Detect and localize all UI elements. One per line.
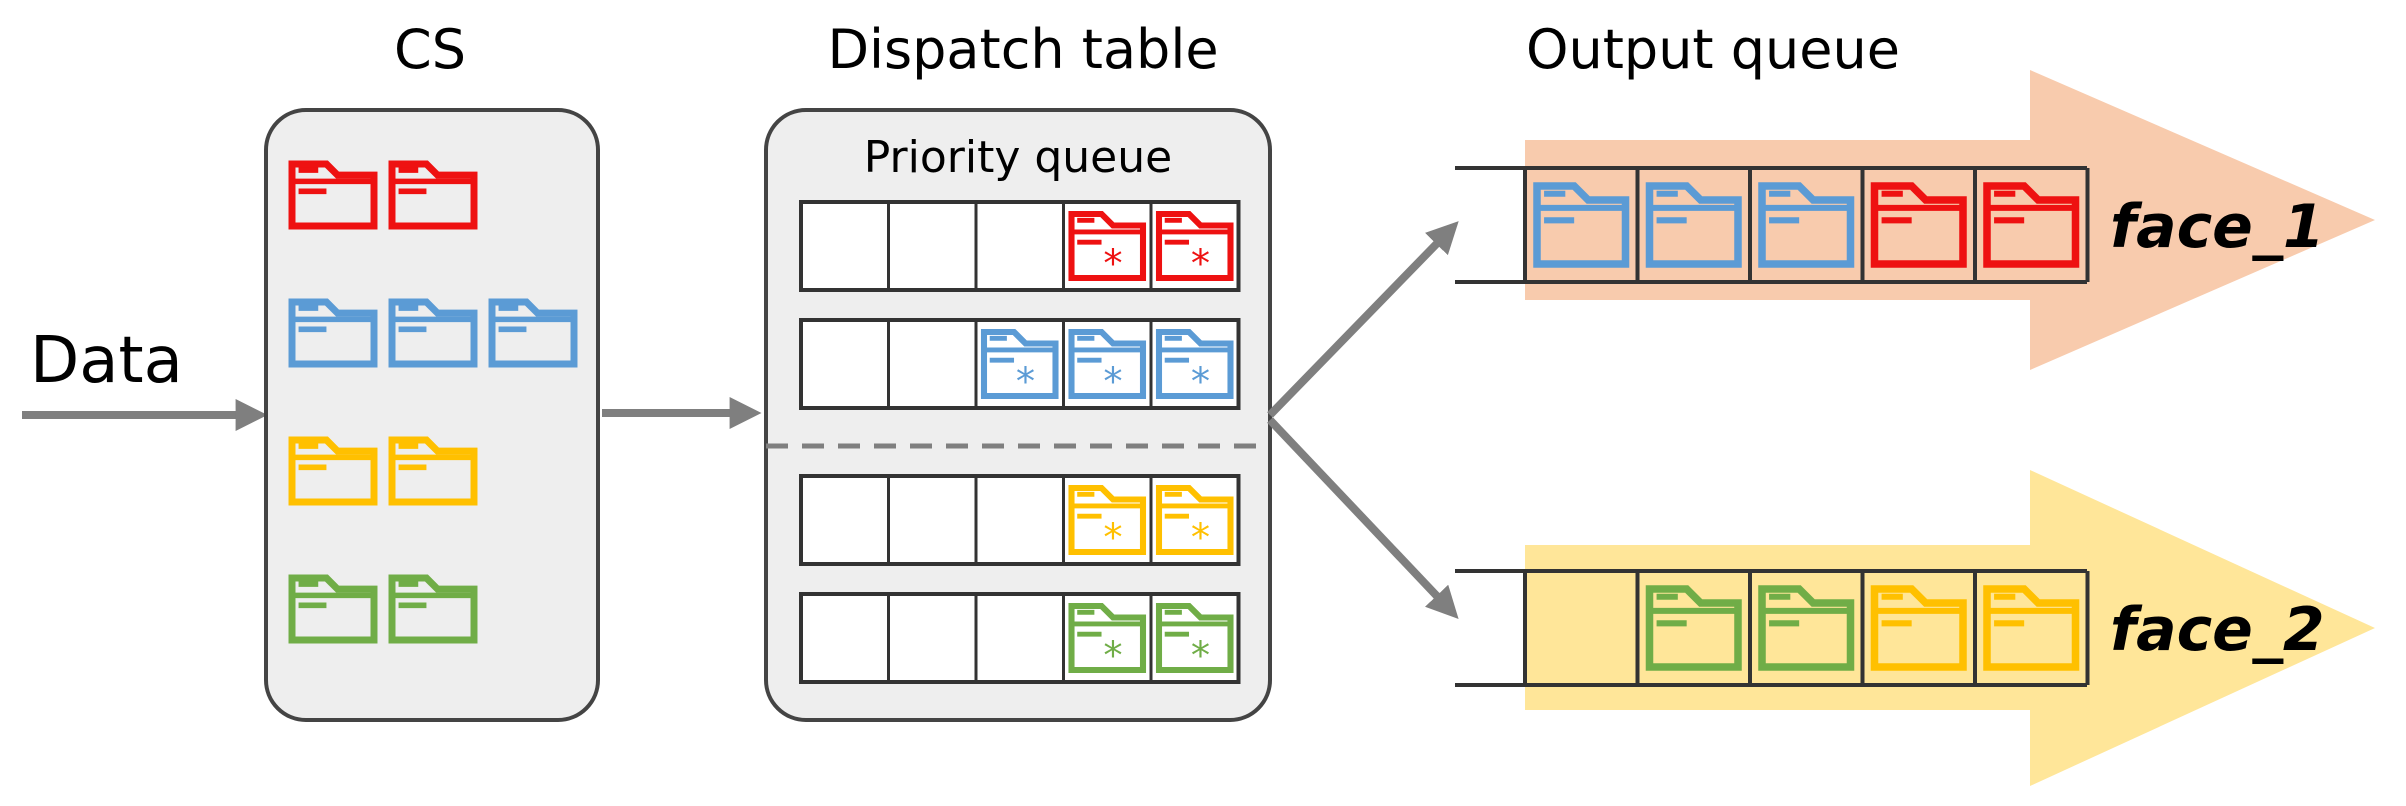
cs-packet-green-icon	[288, 574, 378, 644]
cs-packet-blue-icon	[288, 298, 378, 368]
priority-queue-label: Priority queue	[864, 132, 1172, 183]
face-1-label: face_1	[2110, 192, 2325, 262]
face-2-label: face_2	[2110, 595, 2325, 665]
priority-marker: *	[1103, 360, 1122, 405]
priority-queue-blue: * * *	[799, 318, 1241, 410]
cs-packet-blue-icon	[488, 298, 578, 368]
queued-packet-red-icon: *	[1068, 210, 1147, 287]
priority-marker: *	[1016, 360, 1035, 405]
cs-packet-red-icon	[288, 160, 378, 230]
priority-marker: *	[1191, 516, 1210, 561]
cs-packet-red-icon	[388, 160, 478, 230]
cs-packet-green-icon	[388, 574, 478, 644]
face-2-output-arrow	[1525, 470, 2375, 786]
dispatch-to-face-2-arrow	[1267, 417, 1459, 619]
output-packet-green-icon	[1758, 585, 1855, 671]
face-2-queue: face_2	[1455, 569, 2325, 687]
output-packet-yellow-icon	[1983, 585, 2080, 671]
priority-marker: *	[1191, 242, 1210, 287]
queued-packet-yellow-icon: *	[1155, 484, 1234, 561]
queued-packet-red-icon: *	[1155, 210, 1234, 287]
cs-icon-group	[288, 160, 578, 644]
face-1-output-arrow	[1525, 70, 2375, 370]
queued-packet-green-icon: *	[1155, 602, 1234, 679]
cs-packet-yellow-icon	[288, 436, 378, 506]
queued-packet-blue-icon: *	[1155, 328, 1234, 405]
priority-marker: *	[1103, 242, 1122, 287]
face-1-queue: face_1	[1455, 166, 2325, 284]
dispatch-table-title: Dispatch table	[827, 18, 1218, 81]
output-packet-blue-icon	[1533, 182, 1630, 268]
priority-queue-yellow: **	[799, 474, 1241, 566]
dispatch-queue-group: *********	[799, 200, 1241, 684]
output-queue-title: Output queue	[1526, 18, 1900, 81]
priority-queue-red: **	[799, 200, 1241, 292]
face-queue-group: face_1 face_2	[1455, 166, 2325, 687]
output-packet-blue-icon	[1645, 182, 1742, 268]
priority-marker: *	[1191, 360, 1210, 405]
cs-title: CS	[394, 18, 466, 81]
queued-packet-blue-icon: *	[980, 328, 1059, 405]
queued-packet-yellow-icon: *	[1068, 484, 1147, 561]
queued-packet-green-icon: *	[1068, 602, 1147, 679]
data-input-label: Data	[30, 324, 183, 398]
output-packet-yellow-icon	[1870, 585, 1967, 671]
priority-marker: *	[1103, 634, 1122, 679]
priority-marker: *	[1191, 634, 1210, 679]
cs-packet-yellow-icon	[388, 436, 478, 506]
output-packet-red-icon	[1870, 182, 1967, 268]
output-packet-blue-icon	[1758, 182, 1855, 268]
cs-packet-blue-icon	[388, 298, 478, 368]
queued-packet-blue-icon: *	[1068, 328, 1147, 405]
dispatch-to-face-1-arrow	[1267, 221, 1459, 418]
priority-marker: *	[1103, 516, 1122, 561]
priority-queue-green: **	[799, 592, 1241, 684]
output-packet-red-icon	[1983, 182, 2080, 268]
cs-panel	[264, 108, 600, 722]
output-packet-green-icon	[1645, 585, 1742, 671]
